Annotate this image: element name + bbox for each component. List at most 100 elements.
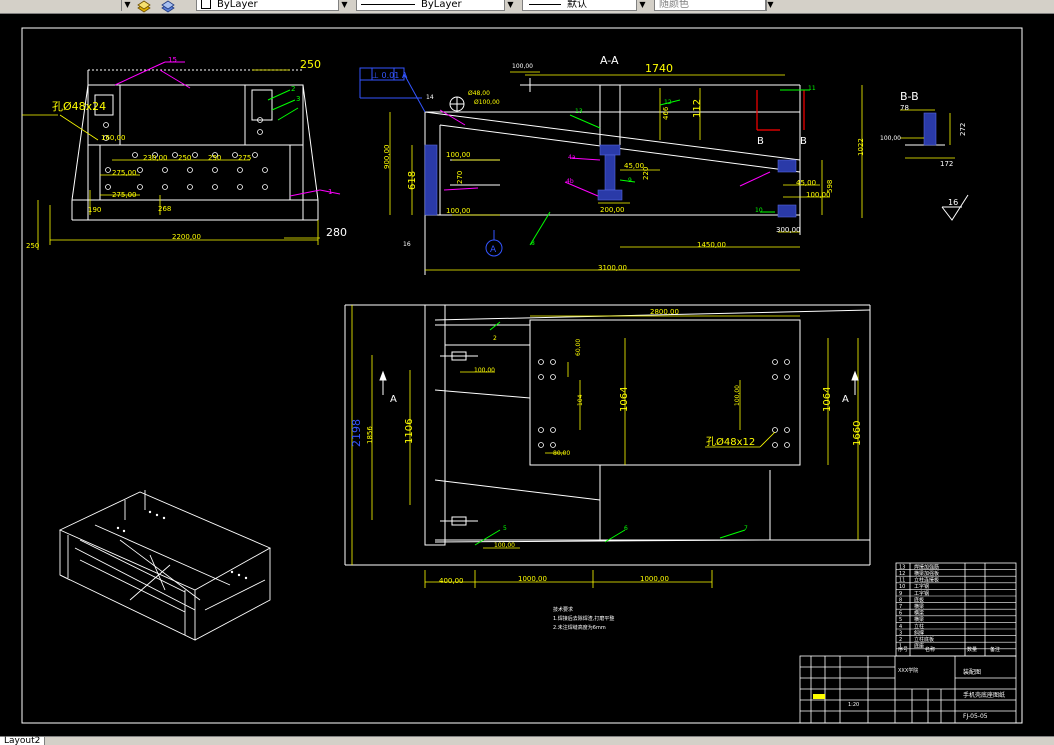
bom-header-no: 序号 xyxy=(898,646,908,653)
aa-dim-100-d: 100,00 xyxy=(446,207,471,215)
bom-row-no: 6 xyxy=(899,611,902,617)
front-leader-3: 3 xyxy=(296,95,300,103)
plan-dim-1000-b: 1000,00 xyxy=(640,575,669,583)
bom-row-no: 12 xyxy=(899,571,905,577)
aa-dim-112: 112 xyxy=(692,99,703,118)
aa-tolerance-frame xyxy=(359,67,426,113)
drawing-canvas[interactable]: 孔Ø48x24 250 280 2200,00 230,00 250 250 2… xyxy=(0,14,1054,736)
plotstyle-control-value: 随颜色 xyxy=(659,0,689,10)
bom-row-name: 斜撑 xyxy=(914,629,924,636)
front-dim-190: 190 xyxy=(88,206,101,214)
plan-section-a-right: A xyxy=(842,394,849,405)
plotstyle-control-dropdown-button[interactable]: ▼ xyxy=(766,0,774,11)
bb-dim-172: 172 xyxy=(940,160,953,168)
aa-dim-220: 220 xyxy=(642,167,650,180)
bom-row-name: 横梁加强板 xyxy=(914,570,939,577)
plan-dim-104: 104 xyxy=(577,394,584,406)
bb-dims xyxy=(900,109,955,159)
aa-tolerance: ⊥ 0.01 A xyxy=(372,71,408,80)
plan-dim-100-c: 100,00 xyxy=(734,385,741,406)
linetype-control-select[interactable]: ByLayer xyxy=(356,0,516,11)
bom-row-name: 立柱连接板 xyxy=(914,577,939,584)
aa-leader-9: 9 xyxy=(628,177,632,184)
bb-dim-272: 272 xyxy=(959,123,967,136)
plan-dim-1064-b: 1064 xyxy=(822,387,833,412)
aa-dim-3100: 3100,00 xyxy=(598,264,627,272)
lineweight-control-dropdown-button[interactable]: ▼ xyxy=(636,0,648,11)
isometric-view xyxy=(58,490,272,641)
bom-row-no: 8 xyxy=(899,597,902,603)
plan-section-arrows xyxy=(379,370,859,395)
aa-leader-16: 16 xyxy=(403,241,411,248)
front-dim-268: 268 xyxy=(158,205,171,213)
bb-dim-100: 100,00 xyxy=(880,135,901,142)
tab-layout2[interactable]: Layout2 xyxy=(0,737,46,745)
aa-dim-100-c: 100,00 xyxy=(446,151,471,159)
isometric-holes xyxy=(116,510,248,580)
plan-leader-2: 2 xyxy=(493,335,497,342)
aa-leader-13: 13 xyxy=(575,108,583,115)
aa-dim-45: 45,00 xyxy=(624,162,644,170)
aa-green-leaders xyxy=(529,89,810,246)
layer-state-dropdown-button[interactable]: ▼ xyxy=(121,0,133,11)
plan-dim-2198: 2198 xyxy=(350,419,363,447)
aa-dim-100: 100,00 xyxy=(512,63,533,70)
aa-pipe xyxy=(449,96,465,112)
bom-row-name: 横梁 xyxy=(914,610,924,617)
plan-section-a-left: A xyxy=(390,394,397,405)
front-dim-275-2: 275,00 xyxy=(112,169,137,177)
plan-leaders xyxy=(474,321,746,546)
front-dim-250-left: 250 xyxy=(26,242,39,250)
title-company: XXX学院 xyxy=(898,667,918,674)
color-control-select[interactable]: ByLayer xyxy=(196,0,350,11)
plan-view xyxy=(344,304,871,566)
aa-dim-900: 900,00 xyxy=(383,145,391,170)
front-dim-280: 280 xyxy=(326,226,347,239)
aa-leader-4a: 4a xyxy=(568,154,576,161)
bom-row-no: 3 xyxy=(899,630,902,636)
title-code: FJ-05-05 xyxy=(963,713,988,720)
color-control-dropdown-button[interactable]: ▼ xyxy=(338,0,350,11)
aa-section-b-right: B xyxy=(800,136,807,147)
bb-dim-78: 78 xyxy=(900,104,909,112)
lineweight-control-select[interactable]: 默认 xyxy=(522,0,648,11)
layer-manager-icon[interactable] xyxy=(161,0,175,13)
front-view xyxy=(71,69,319,221)
front-green-leaders xyxy=(267,89,299,121)
front-dim-250-b: 250 xyxy=(178,154,191,162)
section-aa-hatch xyxy=(424,144,797,218)
aa-dim-618: 618 xyxy=(407,171,418,190)
linetype-control-dropdown-button[interactable]: ▼ xyxy=(504,0,516,11)
roughness-symbol xyxy=(941,194,969,221)
plan-leader-6: 6 xyxy=(624,525,628,532)
aa-magenta-leaders xyxy=(439,109,771,197)
drawing-border xyxy=(21,27,1023,724)
plan-dims xyxy=(351,305,859,588)
layer-previous-icon[interactable] xyxy=(137,0,151,13)
title-block xyxy=(799,655,1017,724)
bom-row-name: 工字钢 xyxy=(914,590,929,597)
bom-row-name: 立柱底板 xyxy=(914,636,934,643)
bom-row-no: 4 xyxy=(899,624,902,630)
plan-dim-2800: 2800,00 xyxy=(650,308,679,316)
plotstyle-control-select[interactable]: 随颜色 xyxy=(654,0,766,11)
aa-leader-12: 12 xyxy=(664,99,672,106)
plan-dim-1660: 1660 xyxy=(852,421,863,446)
aa-dim-270: 270 xyxy=(456,171,464,184)
bom-row-name: 底座 xyxy=(914,643,924,650)
linetype-sample xyxy=(361,3,415,5)
linetype-control-value: ByLayer xyxy=(421,0,462,10)
plan-dim-60: 60,00 xyxy=(575,339,582,356)
aa-leader-11: 11 xyxy=(808,85,816,92)
notes-line-2: 2.未注焊缝高度为6mm xyxy=(553,624,606,631)
bom-row-name: 横梁 xyxy=(914,616,924,623)
aa-dim-598: 598 xyxy=(826,180,834,193)
plan-hole-leader xyxy=(705,431,776,448)
notes-title: 技术要求 xyxy=(553,606,573,613)
plan-leader-7: 7 xyxy=(744,525,748,532)
section-aa-dims xyxy=(389,71,863,271)
front-hole-note: 孔Ø48x24 xyxy=(52,100,106,113)
aa-dim-300: 300,00 xyxy=(776,226,801,234)
